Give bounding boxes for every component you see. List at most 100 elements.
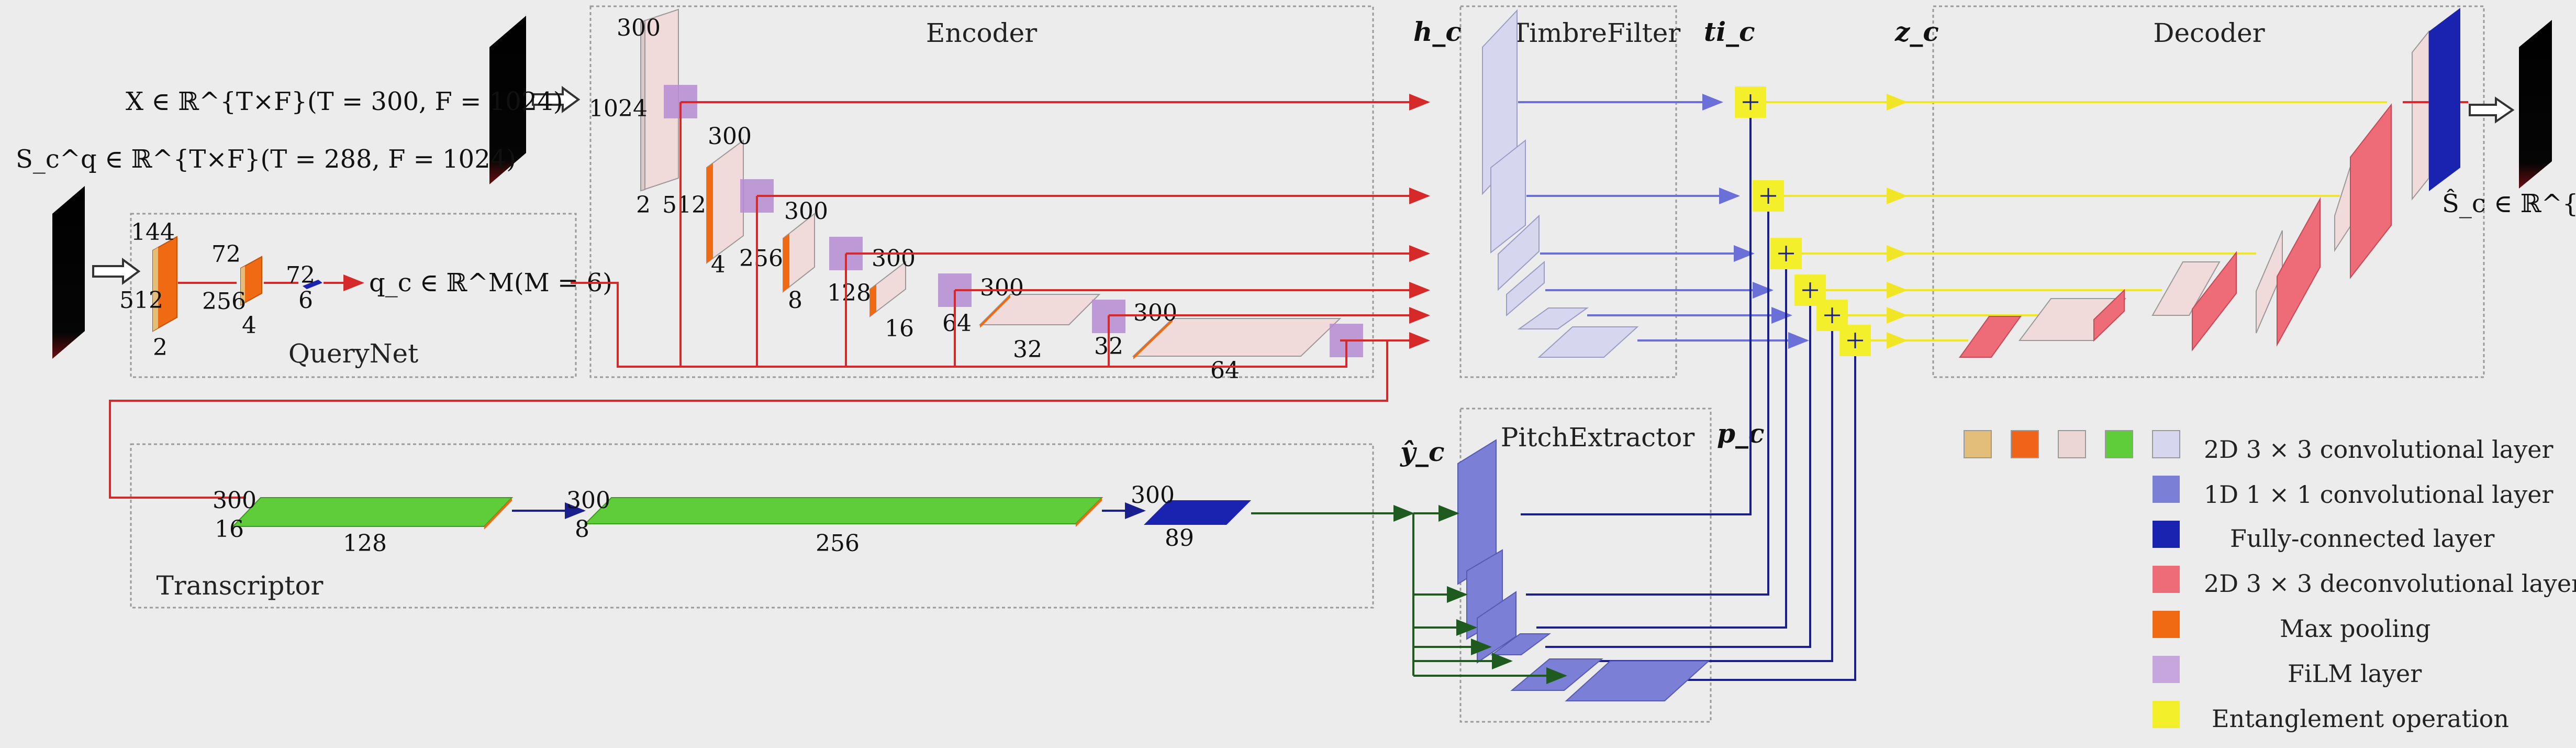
dec-conv-5	[2412, 30, 2429, 201]
encoder-layers	[640, 8, 1342, 359]
qn-time-1: 144	[131, 219, 175, 246]
enc-ch-1: 2	[636, 192, 651, 218]
legend-swatch-deconv	[2153, 566, 2180, 593]
transcriptor-layers	[231, 497, 1414, 530]
enc-time-5: 300	[980, 274, 1024, 301]
legend-film: FiLM layer	[2288, 659, 2422, 688]
ti-c-label: ti_c	[1704, 16, 1755, 47]
encoder-maxpool-4	[870, 284, 876, 316]
encoder-maxpool-2	[707, 163, 713, 263]
enc-freq-5: 64	[942, 310, 972, 337]
output-label: Ŝ_c ∈ ℝ^{T×F}	[2442, 188, 2576, 218]
encoder-box	[589, 5, 1374, 378]
enc-ch-6: 64	[1210, 357, 1240, 384]
enc-time-2: 300	[708, 123, 752, 150]
tr-units-1: 128	[343, 530, 387, 557]
plus-2	[1760, 188, 1776, 204]
pitchextractor-title: PitchExtractor	[1501, 422, 1695, 453]
decoder-title: Decoder	[2153, 18, 2265, 48]
encoder-maxpool-5	[980, 294, 1010, 328]
pitch-line-1	[1521, 113, 1752, 515]
enc-time-6: 300	[1133, 300, 1177, 326]
output-spectrogram	[2519, 20, 2552, 189]
h-c-label: h_c	[1413, 16, 1462, 47]
legend-swatch-conv-2	[2011, 430, 2039, 458]
legend-swatch-conv-4	[2105, 430, 2133, 458]
encoder-title: Encoder	[926, 18, 1037, 48]
transcriptor-title: Transcriptor	[157, 570, 324, 601]
querynet-dim-labels: 144 512 2 72 256 4 72 6	[119, 219, 315, 361]
dec-fc	[2429, 8, 2460, 191]
y-c-label: ŷ_c	[1400, 436, 1445, 467]
plus-5	[1824, 307, 1840, 323]
qn-fc	[303, 280, 322, 289]
dec-deconv-5	[2350, 103, 2392, 279]
qn-time-3: 72	[286, 262, 315, 289]
qn-time-2: 72	[211, 241, 241, 268]
enc-freq-1: 1024	[589, 95, 648, 122]
entangle-to-decoder-arrows	[1766, 94, 2387, 349]
qn-freq-2: 256	[202, 288, 246, 315]
encoder-dim-labels: 300 1024 2 300 512 4 300 256 8 300 128 1…	[589, 15, 1240, 384]
encoder-maxpool-3	[783, 234, 789, 292]
tr-fc-1	[231, 497, 514, 527]
tf-layer-2	[1490, 139, 1526, 254]
pitch-line-2	[1526, 206, 1769, 596]
legend: 2D 3 × 3 convolutional layer 1D 1 × 1 co…	[1964, 430, 2576, 733]
tf-layer-6	[1537, 326, 1639, 358]
legend-conv1d: 1D 1 × 1 convolutional layer	[2204, 480, 2553, 509]
tr-ch-1: 16	[215, 516, 244, 543]
legend-swatch-maxpool	[2153, 611, 2180, 638]
timbrefilter-arrows	[1518, 94, 1809, 349]
qn-layer-2-front	[241, 266, 245, 305]
output-hollow-arrow	[2469, 96, 2515, 124]
spectrograms	[52, 16, 2552, 359]
tr-fc-3	[1144, 500, 1251, 525]
pitch-line-5	[1570, 326, 1833, 662]
qn-freq-3: 6	[298, 287, 313, 314]
dec-conv-4	[2334, 166, 2351, 252]
legend-swatch-conv-1	[1964, 430, 1992, 458]
qn-ch-1: 2	[153, 334, 168, 361]
tr-time-3: 300	[1131, 482, 1175, 509]
enc-freq-2: 512	[662, 192, 706, 218]
math-labels: X ∈ ℝ^{T×F}(T = 300, F = 1024) S_c^q ∈ ℝ…	[16, 16, 2576, 467]
legend-swatch-film	[2153, 656, 2180, 683]
entanglement-ops	[1735, 86, 1871, 356]
qn-freq-1: 512	[119, 287, 163, 314]
dec-deconv-2	[2093, 289, 2125, 342]
querynet-title: QueryNet	[288, 338, 418, 369]
timbrefilter-box	[1459, 5, 1677, 378]
enc-ch-5: 32	[1013, 336, 1042, 363]
legend-swatch-entangle	[2153, 701, 2180, 728]
encoder-layer-1-side	[640, 20, 645, 192]
legend-swatch-conv-5	[2152, 430, 2180, 458]
hollow-arrows	[92, 86, 2515, 285]
pitch-input-lines	[1412, 505, 1567, 684]
enc-time-3: 300	[784, 198, 828, 225]
encoder-to-transcriptor	[109, 339, 1388, 499]
x-input-label: X ∈ ℝ^{T×F}(T = 300, F = 1024)	[126, 87, 563, 116]
pitch-feature-lines	[1521, 113, 1856, 681]
encoder-maxpool-6	[1133, 318, 1173, 359]
module-titles: Encoder TimbreFilter Decoder QueryNet Tr…	[157, 18, 2265, 601]
pitchextractor-layers	[1457, 439, 1710, 701]
enc-ch-4: 16	[885, 315, 914, 342]
pitch-line-3	[1536, 264, 1787, 629]
input-hollow-arrow	[532, 86, 581, 113]
pitch-line-4	[1545, 301, 1811, 648]
tr-time-1: 300	[213, 487, 257, 514]
query-spectrogram	[52, 186, 85, 359]
querynet-layers	[152, 236, 364, 332]
dec-deconv-4	[2277, 197, 2321, 347]
transcriptor-dim-labels: 300 16 128 300 8 256 300 89	[213, 482, 1194, 557]
dec-conv-2	[2151, 261, 2221, 316]
tf-layer-3	[1498, 214, 1540, 291]
tr-pool-2	[1076, 498, 1102, 527]
enc-ch-3: 8	[788, 287, 802, 314]
encoder-layer-5	[978, 294, 1101, 325]
qn-ch-2: 4	[242, 312, 257, 339]
enc-freq-4: 128	[827, 280, 871, 306]
plus-4	[1802, 282, 1818, 298]
